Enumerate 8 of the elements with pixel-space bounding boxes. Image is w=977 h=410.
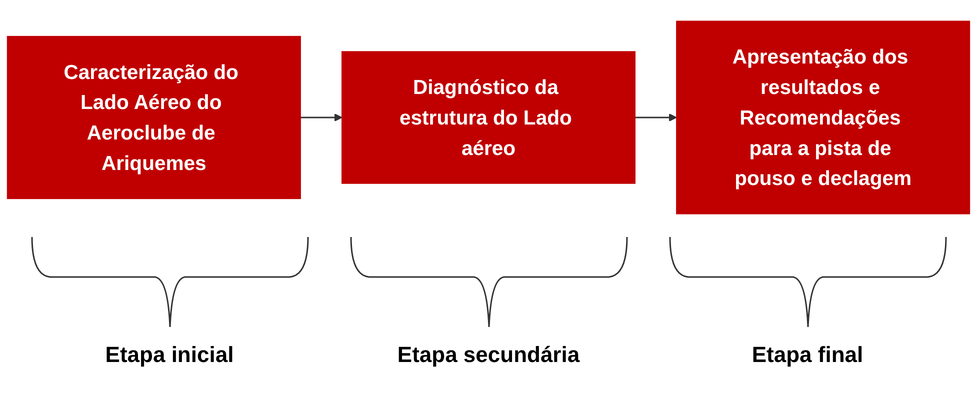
node-box: Apresentação dos resultados e Recomendações para a pista de pouso e declagem [676, 20, 970, 214]
node-box: Caracterização do Lado Aéreo do Aeroclube de Ariquemes [6, 36, 301, 200]
arrow [635, 113, 677, 122]
stage-label: Etapa final [752, 342, 864, 368]
stage-label: Etapa secundária [397, 342, 580, 368]
node-box: Diagnóstico da estrutura do Lado aéreo [342, 51, 636, 184]
stage-label: Etapa inicial [105, 342, 234, 368]
arrow [300, 113, 342, 122]
